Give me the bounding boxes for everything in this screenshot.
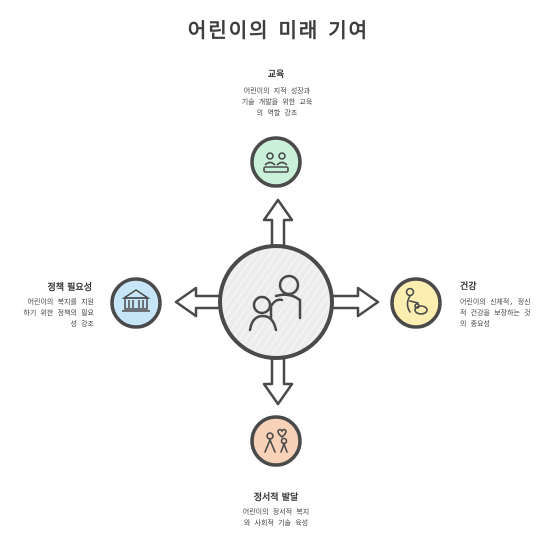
parent-child-icon [248,274,302,332]
health-description: 어린이의 신체적, 정신 적 건강을 보장하는 것 의 중요성 [460,298,531,328]
health-label: 건강 [460,282,477,292]
caregiver-child-icon [405,287,428,315]
arrow-left [174,286,227,318]
policy-node [110,277,162,329]
emotional-node [250,415,302,467]
health-node [390,277,442,329]
education-description: 어린이의 지적 성장과 기술 개발을 위한 교육 의 역할 강조 [241,87,313,117]
classroom-icon [263,152,289,173]
center-hub [218,244,334,360]
arrow-right [328,286,380,318]
policy-description: 어린이의 복지를 지원 하기 위한 정책의 필요 성 강조 [23,298,94,328]
emotional-label: 정서적 발달 [253,493,299,503]
policy-label: 정책 필요성 [47,283,92,293]
arrow-down [262,354,294,406]
emotional-description: 어린이의 정서적 복지 와 사회적 기술 육성 [242,508,310,527]
arrow-up [262,198,294,248]
government-building-icon [121,289,151,312]
family-heart-icon [264,428,288,453]
education-label: 교육 [267,70,285,80]
page-title: 어린이의 미래 기여 [187,18,370,42]
education-node [250,136,302,188]
